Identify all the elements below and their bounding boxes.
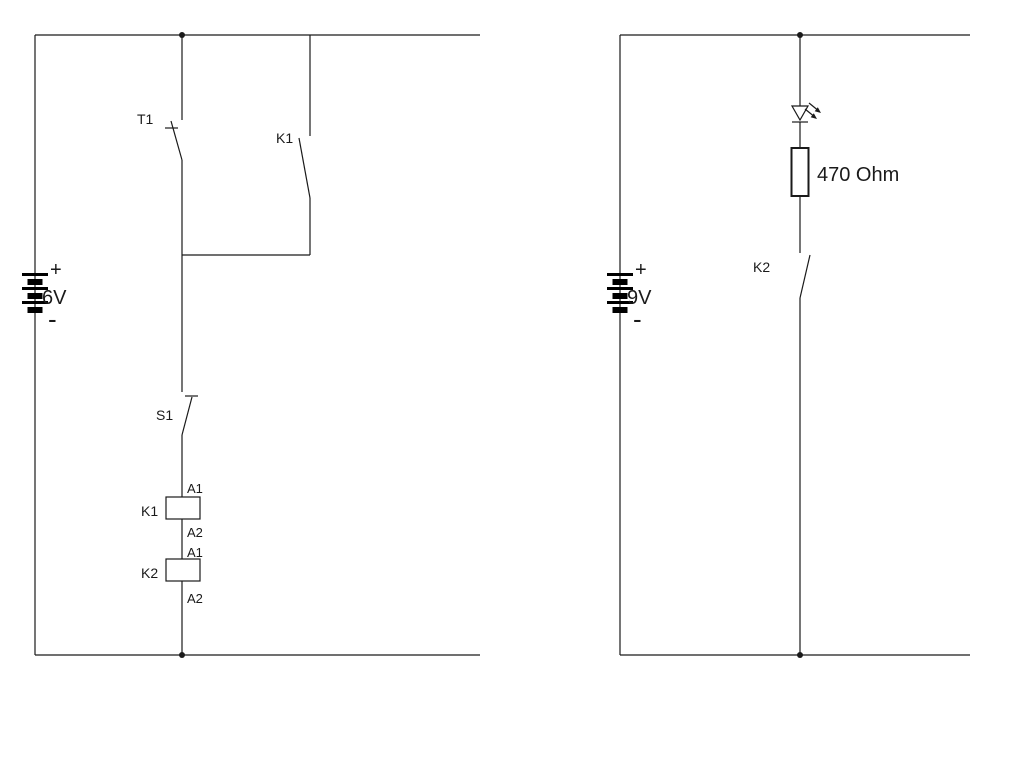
battery-plate-long xyxy=(607,301,633,304)
battery-plate-short xyxy=(27,293,43,299)
battery-plate-short xyxy=(612,293,628,299)
battery-plate-long xyxy=(22,287,48,290)
coil-k2-terminal-a2-label: A2 xyxy=(187,591,203,606)
contact-t1-blade xyxy=(170,120,183,161)
battery-voltage-label: 9V xyxy=(627,287,652,309)
battery-minus-label: - xyxy=(48,304,57,334)
junction-dot-top xyxy=(179,32,185,38)
coil-k1-label: K1 xyxy=(141,503,158,519)
battery-minus-label: - xyxy=(633,304,642,334)
battery-plate-long xyxy=(607,273,633,276)
switch-s1-label: S1 xyxy=(156,407,173,423)
resistor-body xyxy=(790,147,810,197)
left-circuit: + 6V - T1 K1 xyxy=(22,32,480,658)
battery-plate-long xyxy=(607,287,633,290)
contact-t1: T1 xyxy=(137,35,183,161)
battery-9v-symbol: + 9V - xyxy=(607,259,652,334)
junction-dot-top xyxy=(797,32,803,38)
battery-6v-symbol: + 6V - xyxy=(22,259,67,334)
resistor-470ohm: 470 Ohm xyxy=(790,147,899,197)
battery-plate-short xyxy=(27,307,43,313)
relay-coil-k1: A1 K1 A2 xyxy=(141,481,203,540)
coil-k1-terminal-a2-label: A2 xyxy=(187,525,203,540)
led-emission-arrowhead-2 xyxy=(814,107,821,113)
battery-plate-long xyxy=(22,301,48,304)
coil-k2-label: K2 xyxy=(141,565,158,581)
battery-plus-label: + xyxy=(50,259,62,281)
battery-plus-label: + xyxy=(635,259,647,281)
contact-k2: K2 xyxy=(753,254,811,299)
junction-dot-bottom xyxy=(179,652,185,658)
contact-t1-label: T1 xyxy=(137,111,154,127)
switch-s1-blade xyxy=(181,396,193,436)
switch-s1: S1 xyxy=(156,395,198,436)
coil-k2-terminal-a1-label: A1 xyxy=(187,545,203,560)
contact-k2-label: K2 xyxy=(753,259,770,275)
coil-k1-body xyxy=(165,496,201,520)
battery-plate-short xyxy=(612,279,628,285)
contact-k1-blade xyxy=(298,137,311,199)
resistor-value-label: 470 Ohm xyxy=(817,164,899,186)
battery-plate-short xyxy=(612,307,628,313)
contact-k1-label: K1 xyxy=(276,130,293,146)
relay-coil-k2: A1 K2 A2 xyxy=(141,545,203,606)
battery-plate-short xyxy=(27,279,43,285)
battery-plate-long xyxy=(22,273,48,276)
junction-dot-bottom xyxy=(797,652,803,658)
right-circuit: + 9V - 470 Ohm xyxy=(607,32,970,658)
battery-voltage-label: 6V xyxy=(42,287,67,309)
coil-k2-body xyxy=(165,558,201,582)
contact-k2-blade xyxy=(799,254,811,299)
led-emission-arrow-1 xyxy=(804,108,814,116)
led-symbol xyxy=(790,35,821,123)
led-emission-arrowhead-1 xyxy=(810,113,817,119)
led-triangle xyxy=(790,105,810,122)
contact-k1: K1 xyxy=(276,35,311,255)
led-emission-arrow-2 xyxy=(808,102,818,110)
coil-k1-terminal-a1-label: A1 xyxy=(187,481,203,496)
